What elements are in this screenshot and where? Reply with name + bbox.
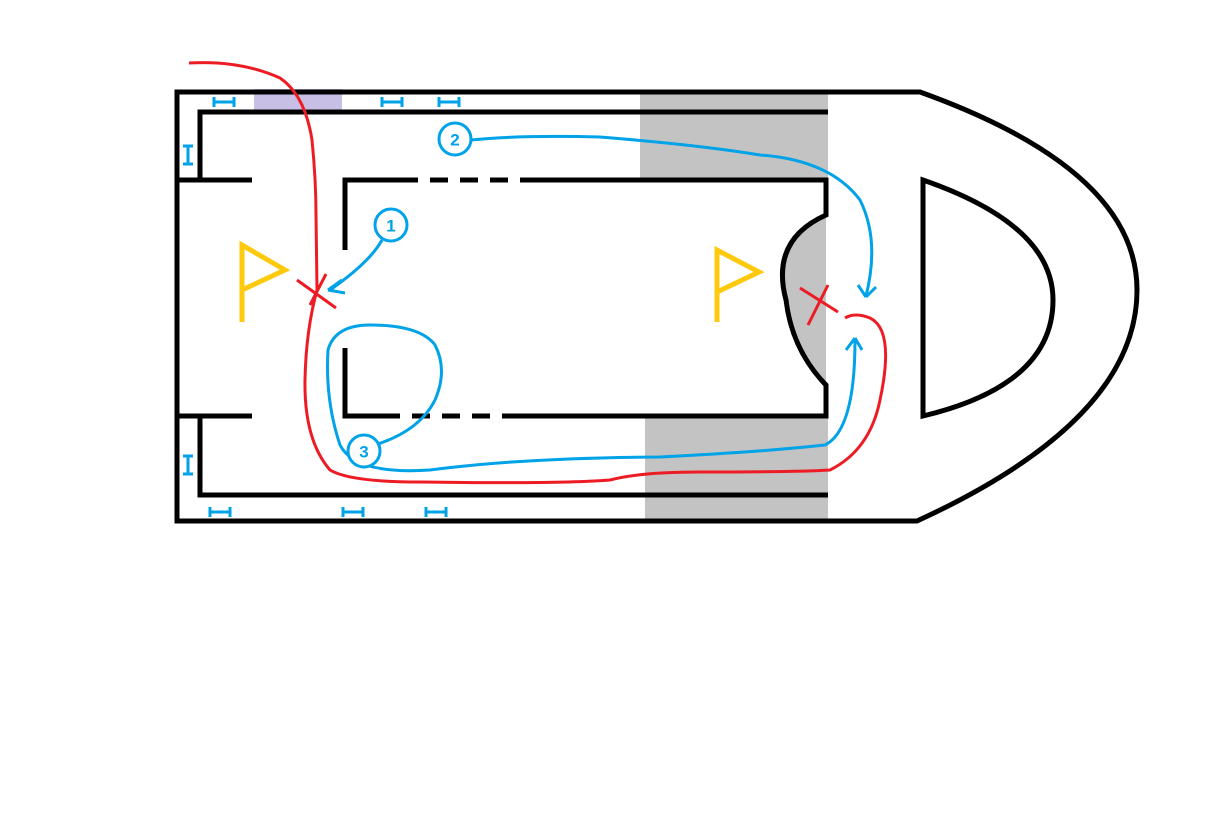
step-label: 3: [359, 443, 368, 462]
shaded-zone-top: [640, 92, 828, 180]
width-markers: [183, 97, 461, 517]
flag-icon: [239, 240, 291, 322]
flag-icon: [714, 245, 765, 322]
step-label: 2: [450, 131, 459, 150]
x-mark-icon: [296, 273, 337, 310]
step-marker-2: 2: [437, 121, 473, 157]
blue-route-2: [470, 134, 878, 299]
x-mark-icon: [799, 284, 839, 326]
walls: [174, 89, 1140, 524]
shaded-alcove: [782, 215, 826, 385]
step-marker-1: 1: [373, 207, 409, 243]
red-route: [188, 61, 888, 485]
blue-route-1: [327, 239, 384, 295]
step-marker-3: 3: [346, 433, 382, 469]
blue-route-3: [326, 323, 864, 473]
shaded-zone-bottom: [645, 416, 828, 521]
step-label: 1: [386, 217, 395, 236]
